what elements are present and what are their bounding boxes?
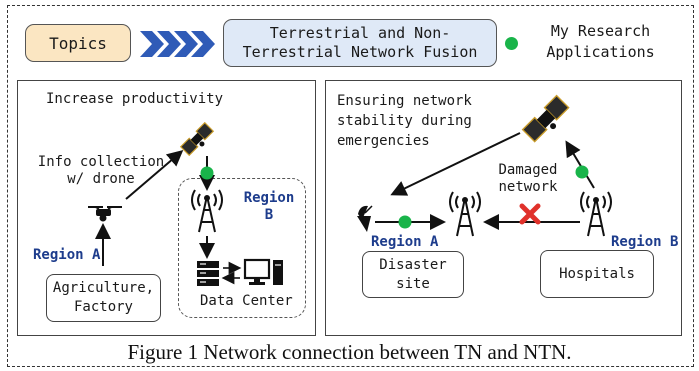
agri-line-1: Agriculture, [52,280,155,296]
fusion-line-2: Terrestrial Network Fusion [242,43,478,61]
left-panel-title: Increase productivity [46,91,224,107]
satellite-icon-left [179,121,215,157]
drone-to-satellite-arrow [125,150,184,200]
tower-icon-right [580,191,612,237]
right-title-line-2: stability during [337,113,472,129]
figure-caption: Figure 1 Network connection between TN a… [127,340,572,364]
tower-icon-left [191,189,223,233]
legend-line-1: My Research [550,22,651,40]
server-icon [197,261,219,286]
disaster-line-1: Disaster [379,256,447,273]
hospitals-label: Hospitals [559,265,635,282]
tower-icon-center [449,191,481,237]
info-line-1: Info collection [37,154,165,170]
legend-label: My Research Applications [528,21,673,63]
fusion-line-1: Terrestrial and Non- [269,24,451,42]
research-dot-right-top [575,165,589,179]
research-dot-right-bottom [398,215,412,229]
satellite-dish-icon [357,205,373,232]
chevron-arrows-icon [140,31,215,57]
damaged-line-2: network [498,179,558,195]
region-b-line-2: B [264,207,274,223]
region-b-line-1: Region [243,190,295,206]
research-dot-icon [505,37,518,50]
satellite-icon-right [521,94,570,143]
disaster-line-2: site [396,275,430,292]
drone-icon [88,206,122,222]
exchange-arrows-icon [221,261,242,285]
fusion-box: Terrestrial and Non- Terrestrial Network… [223,19,497,67]
topics-label: Topics [49,33,107,53]
info-line-2: w/ drone [67,171,135,187]
damage-x-icon [519,203,541,225]
computer-icon [243,258,283,285]
right-title-line-3: emergencies [337,133,430,149]
topics-box: Topics [25,24,131,62]
right-region-a-label: Region A [371,234,439,250]
tower-to-satellite-arrow [565,140,595,189]
satellite-to-dish-arrow [390,132,521,196]
right-panel-title: Ensuring network stability during emerge… [337,91,472,151]
damaged-network-label: Damaged network [492,162,564,196]
data-center-label: Data Center [200,293,293,309]
agriculture-factory-box: Agriculture, Factory [46,274,161,322]
research-dot-left [200,166,214,180]
damaged-line-1: Damaged [498,162,558,178]
figure-border [7,5,694,367]
region-b-zone [178,178,306,318]
legend-line-2: Applications [546,43,655,61]
right-title-line-1: Ensuring network [337,93,472,109]
left-region-a-label: Region A [33,247,101,263]
hospitals-box: Hospitals [540,250,654,298]
agri-line-2: Factory [73,299,133,315]
right-region-b-label: Region B [611,234,679,250]
disaster-site-box: Disaster site [362,251,464,298]
info-collection-label: Info collection w/ drone [36,154,166,188]
left-region-b-label: Region B [239,190,299,224]
